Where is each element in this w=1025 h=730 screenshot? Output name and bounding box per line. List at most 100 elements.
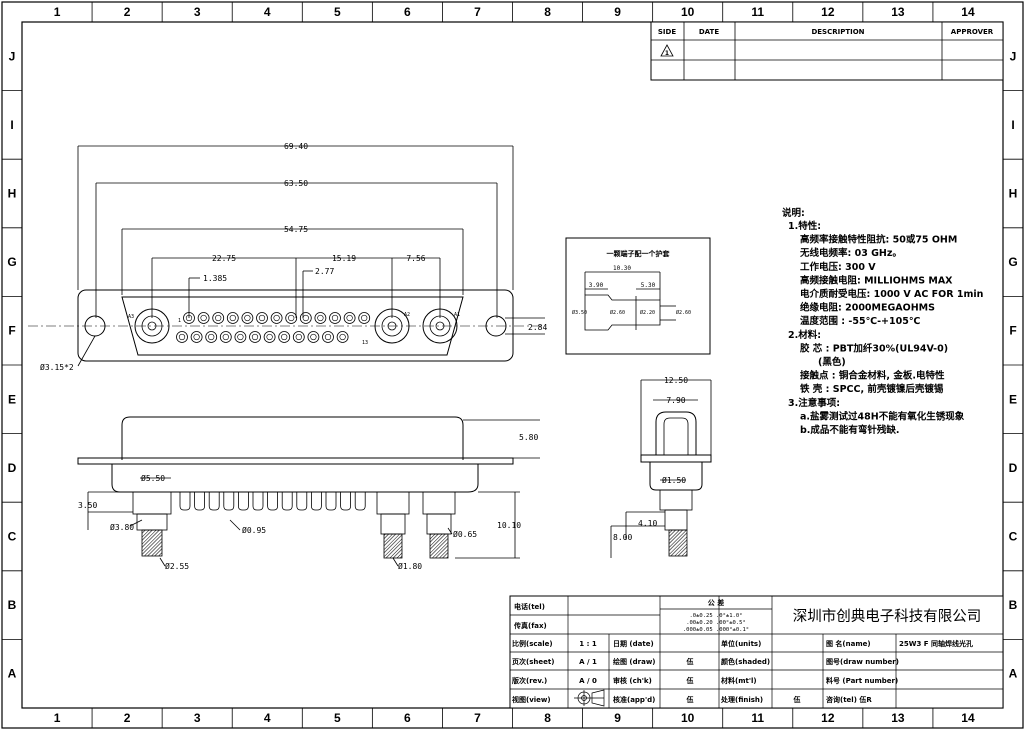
dim-body-height: 5.80 (519, 433, 538, 442)
grid-row-label: F (8, 324, 15, 338)
title-block-cell: 1 : 1 (579, 640, 597, 648)
grid-row-label: G (7, 255, 16, 269)
tolerance-label: 公 差 (708, 598, 724, 607)
signal-pin-hole (183, 312, 195, 324)
pin-label-1: 1 (178, 318, 181, 324)
detail-dim-1: 3.90 (589, 282, 604, 289)
signal-pin (200, 314, 207, 322)
signal-pin (310, 333, 317, 341)
dim-pitch-a: 1.385 (203, 274, 227, 283)
title-block-cell: 日期 (date) (613, 639, 654, 648)
grid-column-label: 1 (54, 5, 61, 19)
note-line: 电介质耐受电压: 1000 V AC FOR 1min (800, 288, 984, 300)
signal-pin-hole (329, 312, 341, 324)
title-block-cell: 页次(sheet) (512, 657, 554, 666)
side-signal-pin (281, 492, 293, 511)
dim-coax-length: Ø1.80 (398, 561, 422, 571)
cavity-label-a1: A1 (454, 312, 460, 318)
note-line: 温度范围 : -55℃-+105℃ (800, 315, 920, 327)
tel-label: 电话(tel) (514, 602, 545, 611)
title-block-cell: 伍 (686, 695, 694, 704)
revision-block: SIDE DATE DESCRIPTION APPROVER 1 (650, 21, 1004, 81)
detail-box: 一颗端子配一个护套 10.30 3.90 5.30 Ø3.50 Ø2.60 Ø2… (565, 237, 711, 355)
grid-row-label: I (10, 118, 13, 132)
signal-pin-hole (197, 312, 210, 324)
dim-height: 2.84 (528, 323, 547, 332)
dim-coax-dia: Ø0.65 (453, 529, 477, 539)
signal-pin (331, 314, 339, 322)
signal-pin (237, 333, 244, 341)
title-block-cell: 料号 (Part number) (826, 676, 898, 685)
side-signal-pin (252, 492, 264, 511)
grid-column-label: 8 (544, 711, 551, 725)
title-block-cell: 颜色(shaded) (721, 657, 770, 666)
dim-end-inner: 7.90 (666, 396, 685, 405)
notes-heading: 说明: (782, 207, 805, 219)
grid-column-label: 3 (194, 5, 201, 19)
signal-pin-hole (322, 331, 334, 343)
note-line: 绝缘电阻: 2000MEGAOHMS (800, 302, 935, 314)
signal-pin-hole (249, 331, 261, 343)
cavity-label-a2: A2 (404, 312, 410, 318)
grid-column-label: 3 (194, 711, 201, 725)
signal-pin (178, 333, 186, 341)
signal-pin (339, 333, 346, 341)
grid-column-label: 5 (334, 5, 341, 19)
side-signal-pin (194, 492, 205, 511)
pin-label-13: 13 (362, 340, 368, 346)
signal-pin (317, 314, 324, 322)
dim-overall: 69.40 (284, 142, 308, 151)
side-signal-pin (354, 492, 366, 511)
note-line: 无线电频率: 03 GHz。 (799, 247, 902, 259)
dim-mount: 63.50 (284, 179, 308, 188)
grid-row-label: C (1009, 530, 1018, 544)
side-signal-pin (223, 492, 235, 511)
signal-pin (295, 333, 302, 341)
signal-pin (361, 314, 368, 322)
detail-dim-6: Ø2.60 (676, 309, 691, 316)
signal-pin (251, 333, 259, 341)
title-block-cell: 审核 (ch'k) (613, 676, 652, 685)
signal-pin-hole (263, 331, 276, 343)
company-name: 深圳市创典电子科技有限公司 (793, 608, 982, 625)
note-line: 工作电压: 300 V (800, 261, 876, 273)
title-block-cell: 视图(view) (512, 695, 551, 704)
signal-pin (302, 314, 309, 322)
grid-column-label: 9 (614, 711, 621, 725)
grid-column-label: 10 (681, 711, 695, 725)
tolerance-value-1: .0±0.25 .0°±1.0° (690, 613, 743, 619)
grid-row-label: D (1009, 461, 1018, 475)
signal-pin-hole (212, 312, 225, 324)
signal-pin-hole (314, 312, 327, 324)
grid-row-label: I (1011, 118, 1014, 132)
signal-pin (229, 314, 236, 322)
revision-triangle-icon (660, 44, 674, 57)
side-signal-pin (238, 492, 249, 511)
title-block-cell: 处理(finish) (720, 695, 763, 704)
title-block-cell: 咨询(tel) 伍R (826, 695, 872, 704)
signal-pin-hole (256, 312, 268, 324)
signal-pin (258, 314, 266, 322)
signal-pin (222, 333, 229, 341)
grid-column-label: 5 (334, 711, 341, 725)
dim-shell: 54.75 (284, 225, 308, 234)
dim-end-len-a: 4.10 (638, 519, 657, 528)
note-line: 胶 芯 : PBT加纤30%(UL94V-0) (800, 342, 948, 354)
grid-column-label: 11 (751, 5, 764, 19)
front-view-dims: 69.40 63.50 54.75 22.75 15.19 7.56 1.385… (40, 142, 547, 372)
grid-column-label: 7 (474, 711, 481, 725)
note-line: 1.特性: (788, 220, 821, 232)
grid-row-label: C (8, 530, 17, 544)
fax-label: 传真(fax) (513, 621, 547, 630)
signal-pin-hole (176, 331, 188, 343)
title-block-cell: A / 1 (579, 658, 597, 666)
signal-pin (266, 333, 273, 341)
grid-column-label: 12 (821, 711, 835, 725)
signal-pin-hole (241, 312, 254, 324)
title-block-cell: A / 0 (579, 677, 597, 685)
dim-offset: 3.50 (78, 501, 97, 510)
